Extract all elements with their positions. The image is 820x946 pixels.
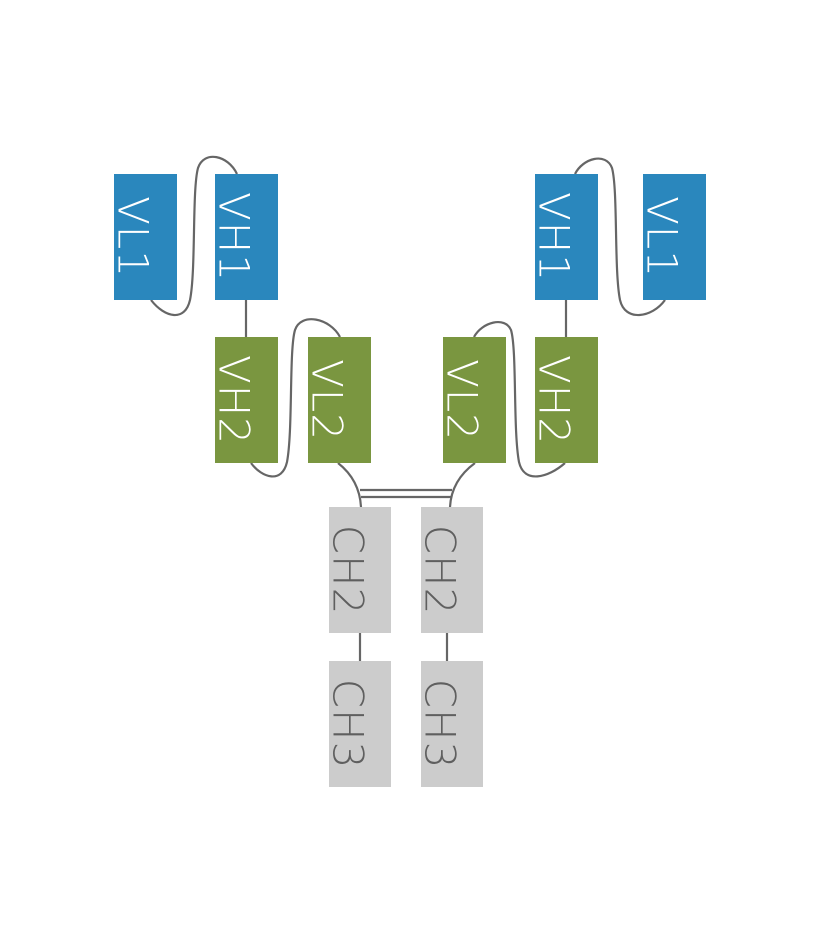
domain-box — [421, 661, 483, 787]
domain-label: VH1 — [210, 192, 259, 282]
domain-box — [421, 507, 483, 633]
domain-label: VL1 — [109, 196, 158, 278]
domain-left-ch3: CH3 — [324, 661, 391, 787]
domain-box — [329, 507, 391, 633]
domain-right-vl1: VL1 — [638, 174, 706, 300]
domain-left-vl2: VL2 — [303, 337, 371, 463]
domain-left-vh2: VH2 — [210, 337, 278, 463]
domain-right-vh1: VH1 — [530, 174, 598, 300]
domain-box — [643, 174, 706, 300]
domain-box — [535, 337, 598, 463]
domain-box — [443, 337, 506, 463]
domain-right-ch3: CH3 — [416, 661, 483, 787]
domain-left-vh1: VH1 — [210, 174, 278, 300]
domain-box — [215, 174, 278, 300]
linker-right-vl2-ch2 — [448, 462, 476, 508]
domain-label: VL2 — [438, 359, 487, 441]
domain-box — [329, 661, 391, 787]
domain-left-vl1: VL1 — [109, 174, 177, 300]
domain-box — [114, 174, 177, 300]
domain-left-ch2: CH2 — [324, 507, 391, 633]
linker-right-vh1-vl1 — [574, 157, 666, 317]
domain-label: VH2 — [530, 355, 579, 445]
domain-label: VH2 — [210, 355, 259, 445]
linker-left-vl2-ch2 — [337, 462, 363, 508]
linkers — [150, 155, 666, 661]
domain-label: CH3 — [416, 679, 465, 770]
domain-box — [215, 337, 278, 463]
linker-right-vl2-vh2 — [473, 321, 566, 478]
domain-label: CH2 — [324, 525, 373, 616]
linker-left-vl1-vh1 — [150, 155, 238, 317]
domain-label: VH1 — [530, 192, 579, 282]
domain-right-vl2: VL2 — [438, 337, 506, 463]
domain-label: CH3 — [324, 679, 373, 770]
domain-label: VL2 — [303, 359, 352, 441]
domain-box — [535, 174, 598, 300]
domain-right-ch2: CH2 — [416, 507, 483, 633]
domain-label: CH2 — [416, 525, 465, 616]
domain-box — [308, 337, 371, 463]
linker-left-vh2-vl2 — [250, 318, 341, 478]
domain-right-vh2: VH2 — [530, 337, 598, 463]
domain-label: VL1 — [638, 196, 687, 278]
